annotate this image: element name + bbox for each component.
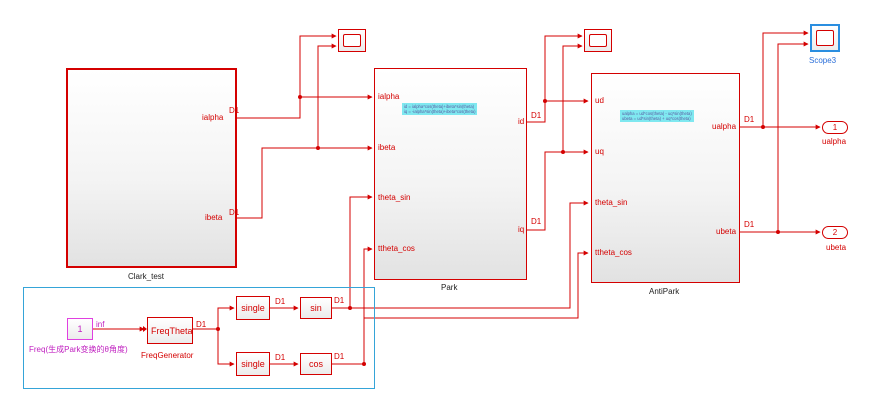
park-port-iq: iq <box>518 225 525 234</box>
clark-test-block[interactable] <box>66 68 237 268</box>
single-convert-block-1[interactable]: single <box>236 296 270 320</box>
wire-iq-scope2-b <box>562 43 583 152</box>
antipark-port-ud: ud <box>595 96 604 105</box>
signal-label-park-id: D1 <box>531 111 542 120</box>
theta-generation-region <box>23 287 375 389</box>
freq-constant-block[interactable]: 1 <box>67 318 93 340</box>
single-convert-label-1: single <box>241 303 265 313</box>
park-port-ialpha: ialpha <box>378 92 400 101</box>
cos-function-label: cos <box>308 359 323 369</box>
antipark-port-theta-sin: theta_sin <box>595 198 628 207</box>
wire-ibeta-scope1-b <box>317 43 337 148</box>
antipark-port-ttheta-cos: ttheta_cos <box>595 248 632 257</box>
outport-ualpha[interactable]: 1 <box>822 121 848 134</box>
wire-ualpha-scope3-a <box>762 30 809 127</box>
scope1-block[interactable] <box>338 29 366 52</box>
wire-ubeta-scope3-b <box>777 41 809 232</box>
antipark-port-ualpha: ualpha <box>712 122 737 131</box>
park-port-ibeta: ibeta <box>378 143 396 152</box>
wire-clark-ialpha <box>237 94 373 119</box>
freq-constant-port-label: inf <box>96 320 105 329</box>
park-port-theta-sin: theta_sin <box>378 193 411 202</box>
park-equation-line2: iq = -ialpha*sin(theta)+ibeta*cos(theta) <box>404 109 476 114</box>
scope-screen-icon <box>589 34 607 47</box>
outport-ubeta-number: 2 <box>832 228 838 237</box>
scope-screen-icon <box>343 34 361 47</box>
sin-function-label: sin <box>310 303 322 313</box>
antipark-port-ubeta: ubeta <box>716 227 737 236</box>
antipark-block[interactable] <box>591 73 740 283</box>
wire-cos-antipark <box>364 250 589 319</box>
wire-park-iq <box>527 149 589 231</box>
freq-constant-label: Freq(生成Park变换的θ角度) <box>29 345 128 354</box>
wire-freqgen-single2 <box>217 329 235 367</box>
antipark-equation-note: ualpha = ud*cos(theta) - uq*sin(theta) u… <box>620 110 694 122</box>
signal-label-freqgen-out: D1 <box>196 320 207 329</box>
signal-label-sin-out: D1 <box>334 296 345 305</box>
park-port-id: id <box>518 117 525 126</box>
outport-ubeta-label: ubeta <box>826 243 847 252</box>
wire-park-id <box>527 98 589 123</box>
scope3-block[interactable] <box>810 24 840 52</box>
antipark-port-uq: uq <box>595 147 604 156</box>
cos-function-block[interactable]: cos <box>300 353 332 375</box>
signal-label-antipark-ualpha: D1 <box>744 115 755 124</box>
clark-port-ialpha: ialpha <box>202 113 224 122</box>
single-convert-block-2[interactable]: single <box>236 352 270 376</box>
scope3-label: Scope3 <box>809 56 837 65</box>
outport-ualpha-number: 1 <box>832 123 838 132</box>
antipark-equation-line1: ualpha = ud*cos(theta) - uq*sin(theta) <box>622 111 692 116</box>
signal-label-single1-out: D1 <box>275 297 286 306</box>
signal-label-single2-out: D1 <box>275 353 286 362</box>
signal-label-cos-out: D1 <box>334 352 345 361</box>
park-block-label: Park <box>441 283 458 292</box>
sin-function-block[interactable]: sin <box>300 297 332 319</box>
antipark-block-label: AntiPark <box>649 287 680 296</box>
wire-sin-park <box>332 194 373 309</box>
signal-label-park-iq: D1 <box>531 217 542 226</box>
wire-id-scope2-a <box>544 33 583 101</box>
park-port-ttheta-cos: ttheta_cos <box>378 244 415 253</box>
signal-label-antipark-ubeta: D1 <box>744 220 755 229</box>
park-equation-line1: id = ialpha*cos(theta)+ibeta*sin(theta) <box>404 104 475 109</box>
freq-generator-in-label: Freq <box>151 325 170 336</box>
clark-block-label: Clark_test <box>128 272 165 281</box>
outport-ubeta[interactable]: 2 <box>822 226 848 239</box>
freq-constant-value: 1 <box>77 324 83 334</box>
wire-sin-antipark <box>350 200 589 309</box>
wire-clark-ibeta <box>237 145 373 219</box>
freq-generator-block[interactable]: Freq Theta <box>147 317 193 344</box>
freq-generator-out-label: Theta <box>169 325 193 336</box>
freq-generator-label: FreqGenerator <box>141 351 194 360</box>
single-convert-label-2: single <box>241 359 265 369</box>
signal-label-clark-ialpha: D1 <box>229 106 240 115</box>
wire-ialpha-scope1-a <box>299 33 337 97</box>
wire-freqgen-out <box>193 305 235 330</box>
signal-label-clark-ibeta: D1 <box>229 208 240 217</box>
outport-ualpha-label: ualpha <box>822 137 847 146</box>
wire-cos-park <box>332 246 373 365</box>
scope-screen-icon <box>816 30 834 46</box>
scope2-block[interactable] <box>584 29 612 52</box>
clark-port-ibeta: ibeta <box>205 213 223 222</box>
park-equation-note: id = ialpha*cos(theta)+ibeta*sin(theta) … <box>402 103 478 115</box>
antipark-equation-line2: ubeta = ud*sin(theta) + uq*cos(theta) <box>622 116 691 121</box>
